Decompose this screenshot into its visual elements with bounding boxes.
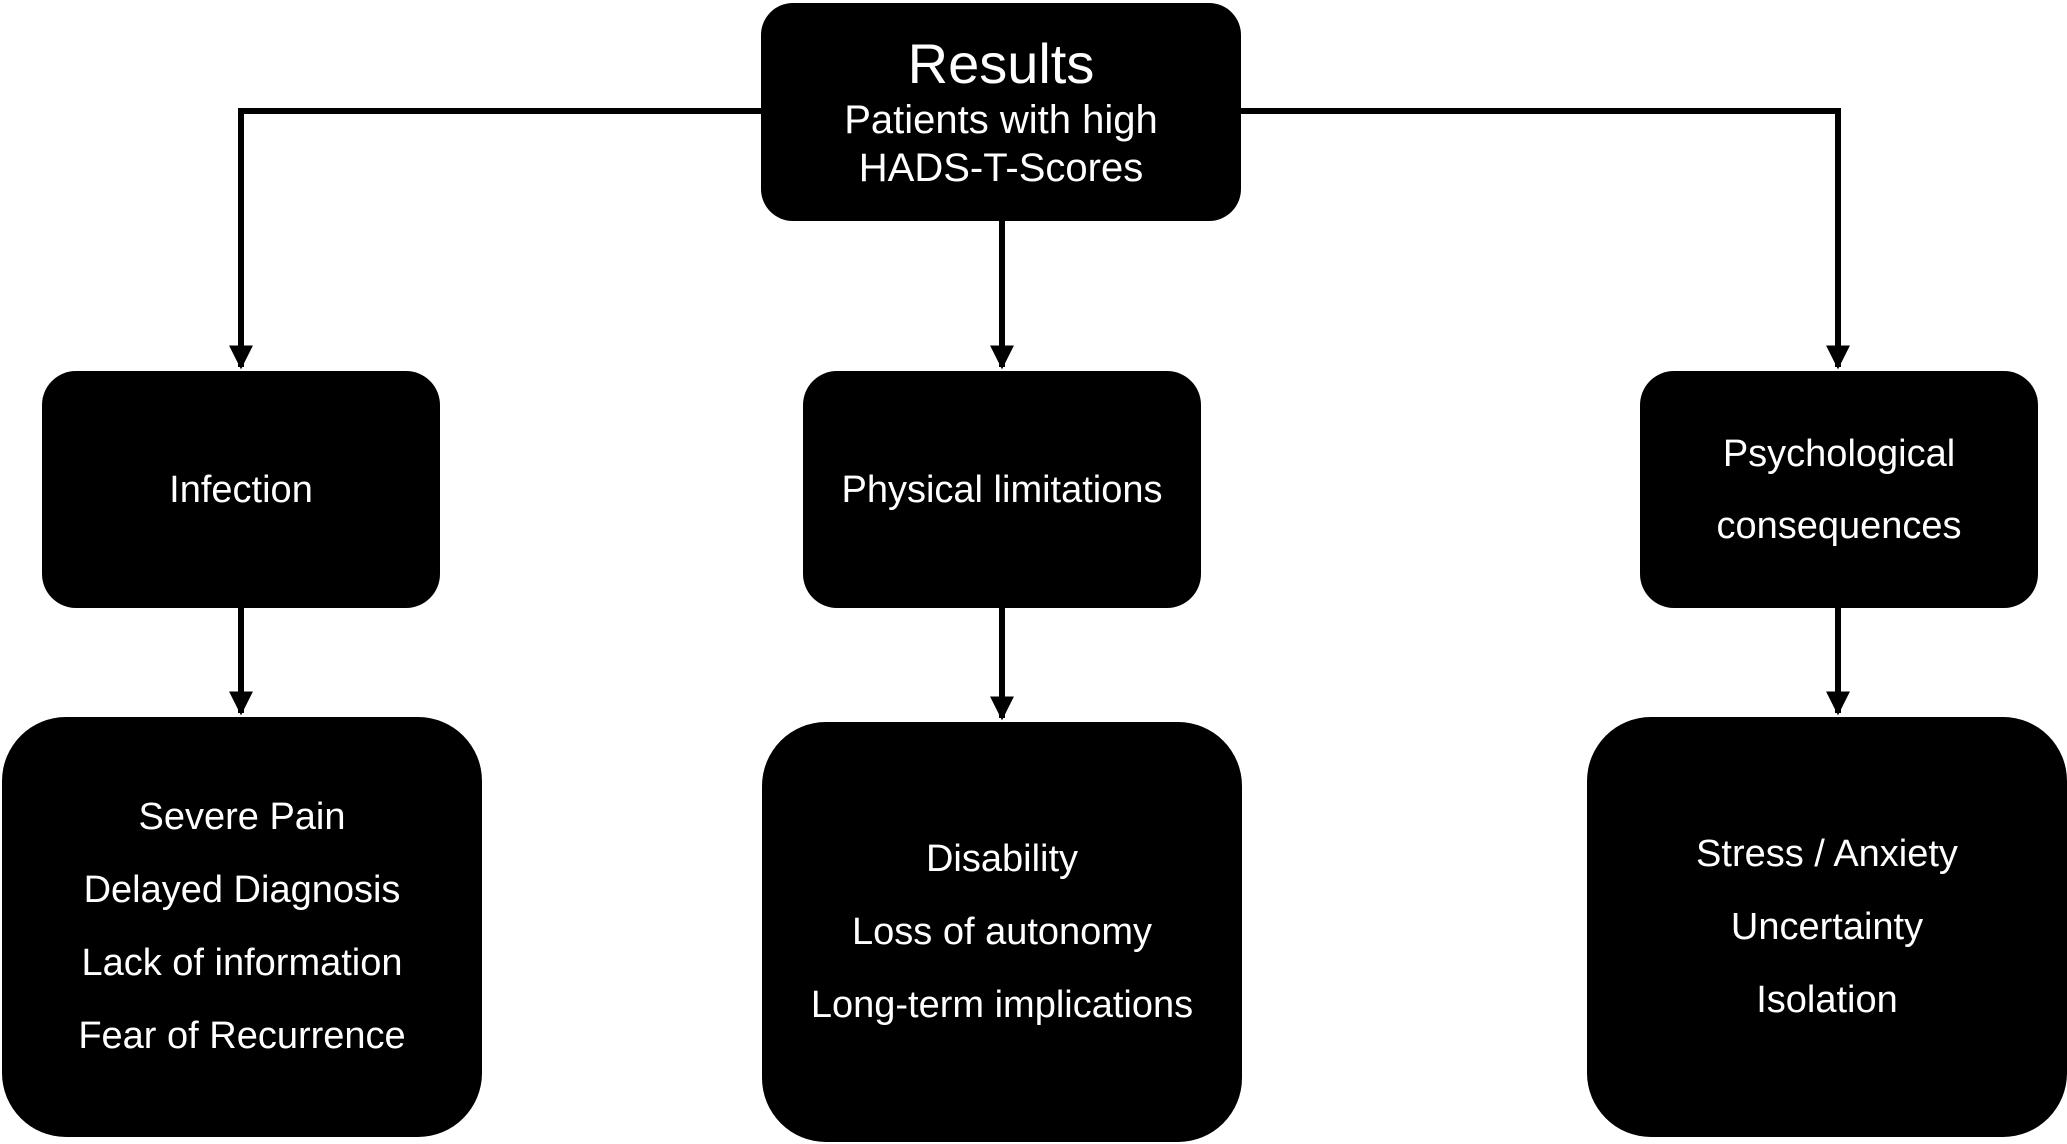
detail-item: Lack of information (81, 942, 403, 984)
category-box-psychological-consequences: Psychological consequences (1640, 371, 2038, 608)
detail-item: Delayed Diagnosis (83, 869, 401, 911)
detail-item: Long-term implications (810, 983, 1194, 1026)
arrow-root-to-psychological (1241, 108, 1850, 370)
results-subtitle-line-2: HADS-T-Scores (858, 146, 1144, 190)
category-label-infection: Infection (169, 468, 313, 511)
detail-item: Isolation (1756, 978, 1898, 1021)
details-box-psychological-consequences: Stress / Anxiety Uncertainty Isolation (1587, 717, 2067, 1137)
detail-item: Stress / Anxiety (1696, 832, 1958, 875)
arrow-root-to-infection (229, 108, 761, 370)
detail-item: Severe Pain (138, 796, 346, 838)
results-title: Results (907, 32, 1095, 95)
category-label-psychological-line-2: consequences (1716, 504, 1962, 547)
category-label-physical-limitations: Physical limitations (841, 468, 1163, 511)
details-box-infection: Severe Pain Delayed Diagnosis Lack of in… (2, 717, 482, 1137)
detail-item: Uncertainty (1730, 905, 1924, 948)
results-subtitle-line-1: Patients with high (844, 98, 1158, 142)
detail-item: Loss of autonomy (852, 910, 1152, 953)
category-box-infection: Infection (42, 371, 440, 608)
detail-item: Fear of Recurrence (78, 1015, 406, 1057)
detail-item: Disability (925, 837, 1079, 880)
details-box-physical-limitations: Disability Loss of autonomy Long-term im… (762, 722, 1242, 1142)
category-box-physical-limitations: Physical limitations (803, 371, 1201, 608)
category-label-psychological-line-1: Psychological (1722, 432, 1956, 475)
results-root-box: Results Patients with high HADS-T-Scores (761, 3, 1241, 221)
